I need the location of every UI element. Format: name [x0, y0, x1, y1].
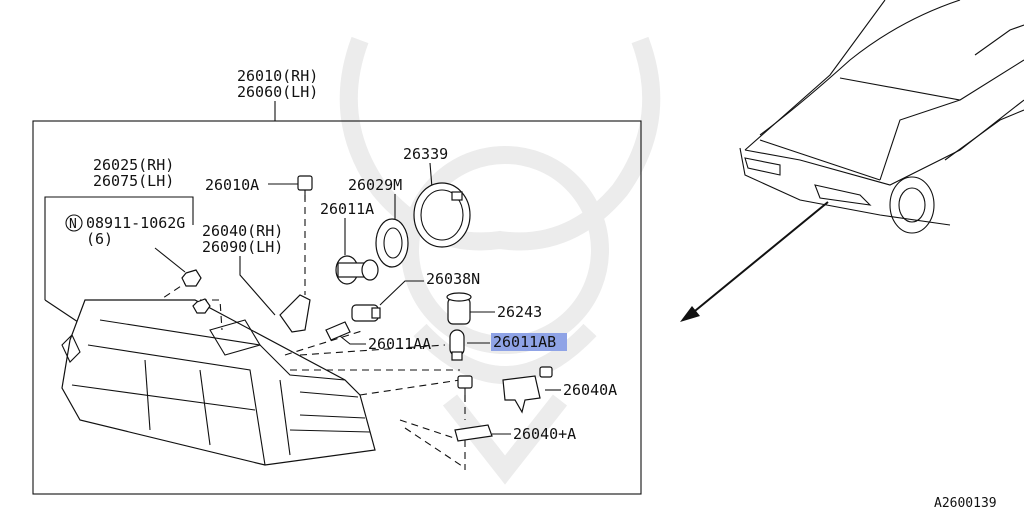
socket-small-label: 26243: [497, 303, 542, 321]
nut-symbol: N: [69, 217, 77, 232]
bolt-lower-icon: [457, 375, 473, 402]
nut-quantity: (6): [86, 230, 113, 248]
assembly-rh-label: 26010(RH): [237, 67, 318, 85]
bulb-small-label: 26011AA: [368, 335, 431, 353]
socket-icon: [351, 304, 381, 322]
bolt-icon: [297, 175, 313, 200]
assembly-lh-label: 26060(LH): [237, 83, 318, 101]
bulb-main-icon: [335, 255, 379, 285]
bracket-a-label: 26040A: [563, 381, 617, 399]
cap-label: 26339: [403, 145, 448, 163]
highlight-box: [491, 333, 567, 351]
bulb-highlight-label[interactable]: 26011AB: [493, 333, 556, 351]
bracket-b-icon: [454, 424, 493, 442]
headlamp-housing: [61, 299, 376, 466]
seal-icon: [375, 218, 409, 268]
seal-label: 26029M: [348, 176, 402, 194]
bracket-rh-label: 26040(RH): [202, 222, 283, 240]
bolt-top-label: 26010A: [205, 176, 259, 194]
housing-lh-label: 26075(LH): [93, 172, 174, 190]
figure-code: A2600139: [934, 496, 997, 511]
bracket-a-icon: [502, 366, 553, 414]
bulb-main-label: 26011A: [320, 200, 374, 218]
bulb-small-icon: [325, 321, 351, 341]
cap-icon: [413, 182, 471, 248]
socket-label: 26038N: [426, 270, 480, 288]
diagram-frame: [32, 120, 642, 495]
bracket-b-label: 26040+A: [513, 425, 576, 443]
nut-icon: [192, 298, 211, 314]
socket-small-icon: [446, 292, 472, 325]
bracket-lh-label: 26090(LH): [202, 238, 283, 256]
car-illustration: [739, 0, 1024, 234]
location-arrow: [680, 201, 829, 322]
nut-icon: [181, 269, 202, 287]
bulb-highlight-icon: [449, 329, 465, 361]
housing-rh-label: 26025(RH): [93, 156, 174, 174]
nut-part-number: 08911-1062G: [86, 214, 185, 232]
nut-label: N 08911-1062G (6): [65, 214, 185, 248]
bracket-icon: [279, 294, 311, 333]
